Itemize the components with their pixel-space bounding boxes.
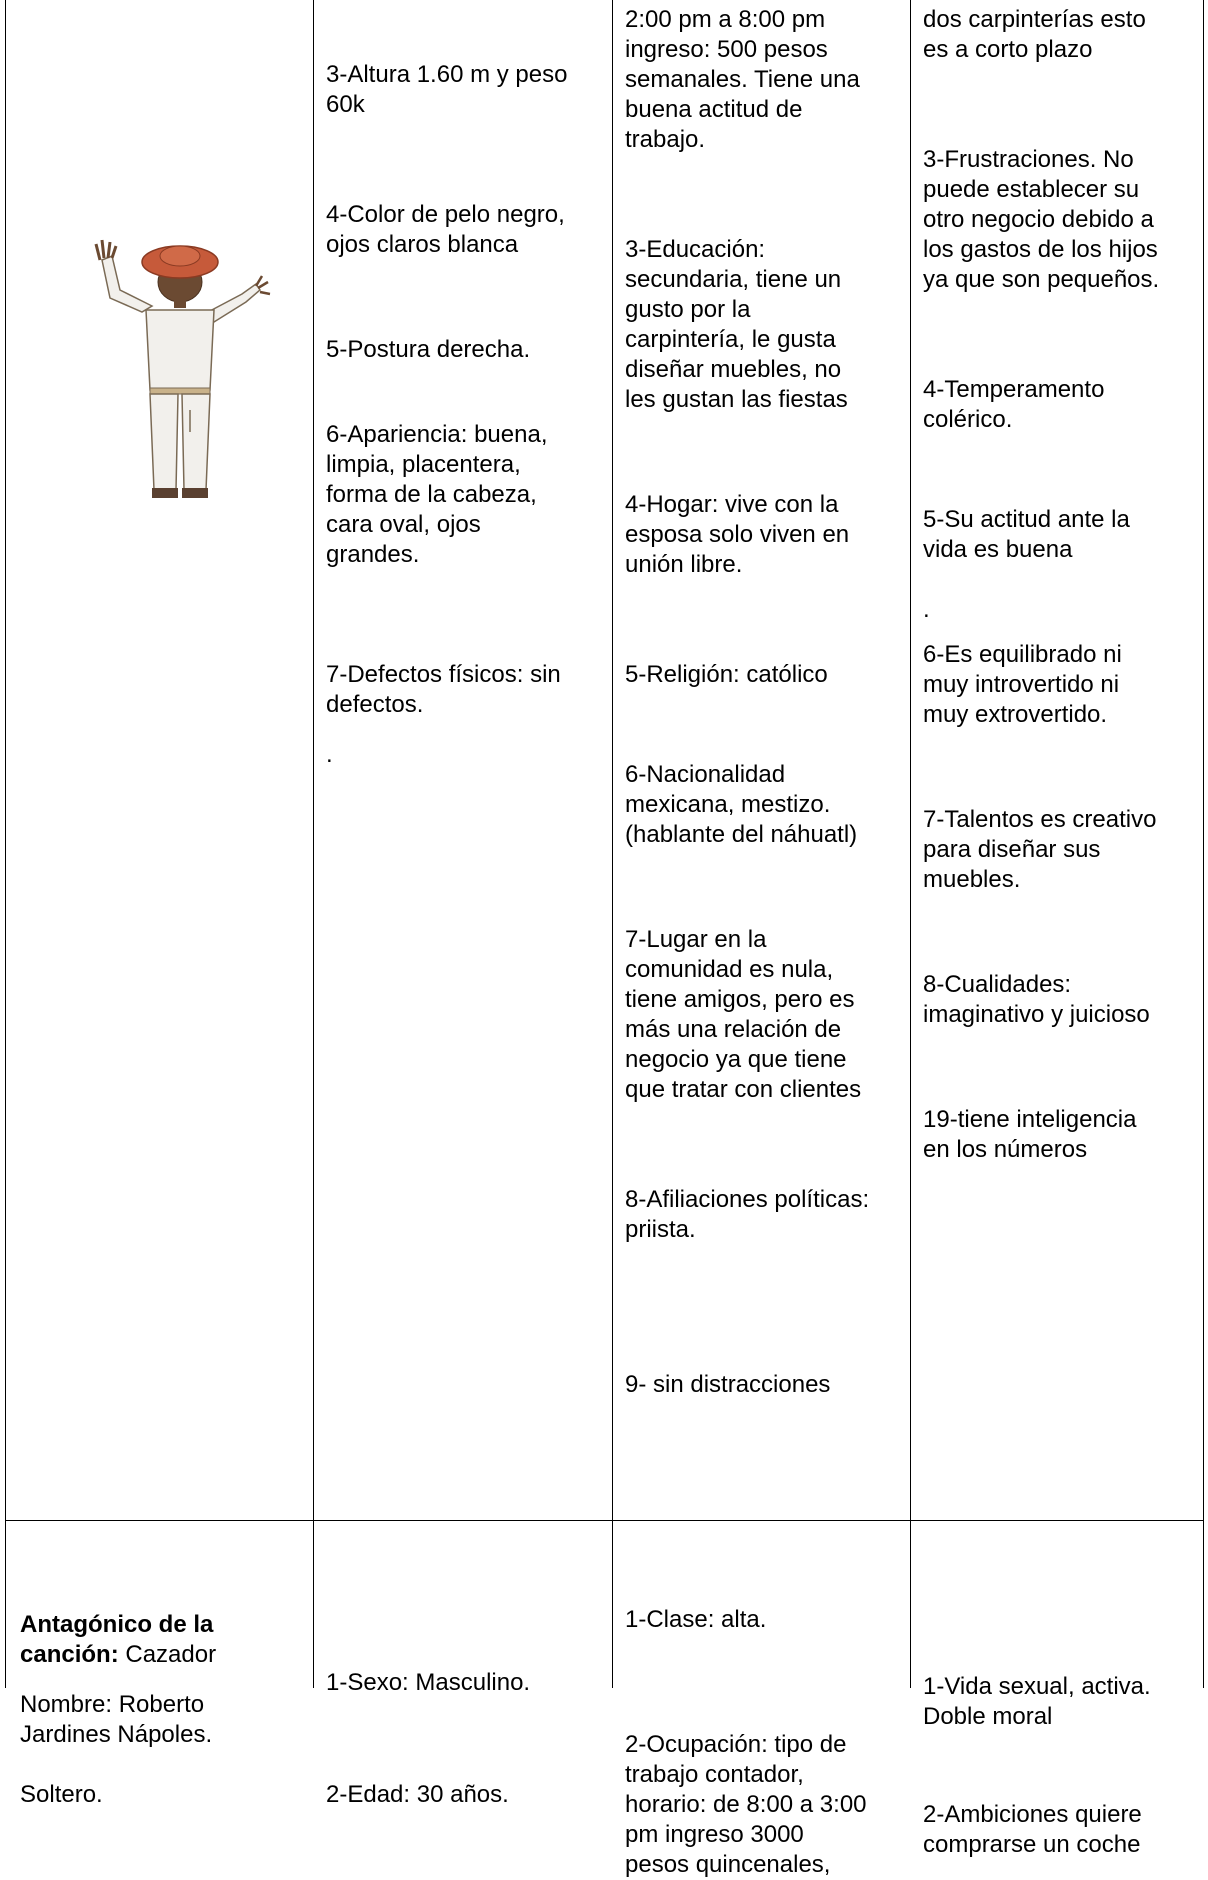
- physical-hair-eyes: 4-Color de pelo negro, ojos claros blanc…: [326, 201, 565, 258]
- antagonist-heading-bold: Antagónico de la canción:: [20, 1611, 214, 1668]
- row-divider: [5, 1520, 1204, 1521]
- psych-attitude: 5-Su actitud ante la vida es buena: [923, 506, 1130, 563]
- character-illustration: [80, 220, 280, 510]
- antagonist-occupation: 2-Ocupación: tipo de trabajo contador, h…: [625, 1731, 867, 1878]
- row2-character-column: Antagónico de la canción: Cazador: [20, 1520, 305, 1688]
- social-religion: 5-Religión: católico: [625, 661, 828, 688]
- psych-talents: 7-Talentos es creativo para diseñar sus …: [923, 806, 1157, 893]
- column-divider-1: [313, 0, 314, 1688]
- physical-defects: 7-Defectos físicos: sin defectos.: [326, 661, 561, 718]
- antagonist-heading-role: Cazador: [118, 1641, 217, 1668]
- table-grid: [5, 0, 1204, 1688]
- character-drawing: [94, 239, 271, 498]
- social-education: 3-Educación: secundaria, tiene un gusto …: [625, 236, 848, 413]
- row2-character-details: Nombre: Roberto Jardines Nápoles. Solter…: [20, 1520, 305, 1808]
- row1-psychological-column: dos carpinterías esto es a corto plazo 3…: [923, 0, 1201, 1520]
- antagonist-ambitions: 2-Ambiciones quiere comprarse un coche: [923, 1801, 1142, 1858]
- physical-dot: .: [326, 741, 333, 768]
- antagonist-status: Soltero.: [20, 1781, 103, 1808]
- social-schedule-income: 2:00 pm a 8:00 pm ingreso: 500 pesos sem…: [625, 6, 860, 153]
- social-community: 7-Lugar en la comunidad es nula, tiene a…: [625, 926, 862, 1103]
- row1-social-column: 2:00 pm a 8:00 pm ingreso: 500 pesos sem…: [625, 0, 905, 1520]
- column-divider-3: [910, 0, 911, 1688]
- psych-qualities: 8-Cualidades: imaginativo y juicioso: [923, 971, 1150, 1028]
- row1-physical-column: 3-Altura 1.60 m y peso 60k 4-Color de pe…: [326, 0, 606, 1520]
- physical-appearance: 6-Apariencia: buena, limpia, placentera,…: [326, 421, 548, 568]
- antagonist-age: 2-Edad: 30 años.: [326, 1781, 509, 1808]
- social-nationality: 6-Nacionalidad mexicana, mestizo. (habla…: [625, 761, 858, 848]
- social-distractions: 9- sin distracciones: [625, 1371, 831, 1398]
- antagonist-class: 1-Clase: alta.: [625, 1606, 767, 1633]
- psych-temperament: 4-Temperamento colérico.: [923, 376, 1105, 433]
- psych-frustrations: 3-Frustraciones. No puede establecer su …: [923, 146, 1160, 293]
- row2-physical-column: 1-Sexo: Masculino. 2-Edad: 30 años.: [326, 1520, 606, 1808]
- antagonist-sex: 1-Sexo: Masculino.: [326, 1669, 531, 1696]
- table-border-right: [1203, 0, 1204, 1688]
- psych-intelligence: 19-tiene inteligencia en los números: [923, 1106, 1137, 1163]
- social-home: 4-Hogar: vive con la esposa solo viven e…: [625, 491, 850, 578]
- psych-balance: 6-Es equilibrado ni muy introvertido ni …: [923, 641, 1122, 728]
- row2-psychological-column: 1-Vida sexual, activa. Doble moral 2-Amb…: [923, 1520, 1201, 1858]
- antagonist-sexual-life: 1-Vida sexual, activa. Doble moral: [923, 1673, 1151, 1730]
- antagonist-name: Nombre: Roberto Jardines Nápoles.: [20, 1691, 213, 1748]
- antagonist-heading: Antagónico de la canción: Cazador: [20, 1610, 216, 1670]
- table-border-left: [5, 0, 6, 1688]
- psych-dot: .: [923, 596, 930, 623]
- social-politics: 8-Afiliaciones políticas: priista.: [625, 1186, 870, 1243]
- column-divider-2: [612, 0, 613, 1688]
- physical-height-weight: 3-Altura 1.60 m y peso 60k: [326, 61, 568, 118]
- physical-posture: 5-Postura derecha.: [326, 336, 531, 363]
- psych-goals: dos carpinterías esto es a corto plazo: [923, 6, 1146, 63]
- row2-social-column: 1-Clase: alta. 2-Ocupación: tipo de trab…: [625, 1520, 905, 1878]
